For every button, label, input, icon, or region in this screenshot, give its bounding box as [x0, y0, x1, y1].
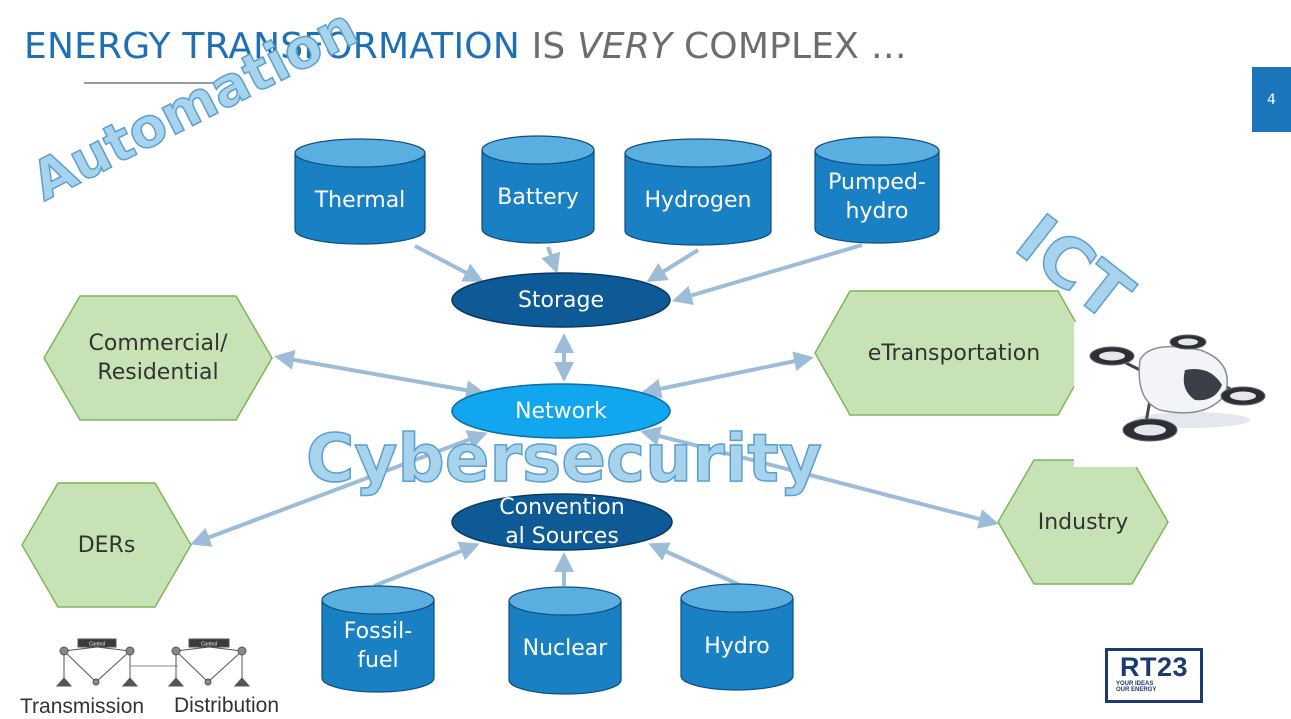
transmission-control-label: Control [89, 642, 105, 648]
transmission-label: Transmission [20, 695, 145, 718]
arrow-thermal-storage [414, 244, 484, 282]
distribution-label: Distribution [174, 694, 280, 717]
title-part-2: IS [519, 26, 578, 67]
hydro-cylinder [680, 583, 794, 691]
fossil-fuel-cylinder [321, 585, 435, 693]
arrow-battery-storage [541, 246, 561, 274]
distribution-control-label: Control [201, 642, 217, 648]
title-part-1: ENERGY TRANSFORMATION [24, 26, 520, 67]
nuclear-cylinder [508, 586, 622, 695]
arrow-industry-network [640, 426, 999, 529]
conventional-hub [451, 493, 673, 551]
hydrogen-cylinder [624, 138, 772, 246]
industry-hexagon [997, 459, 1169, 585]
commercial-hexagon [43, 295, 273, 421]
arrow-ders-network [190, 430, 488, 547]
arrow-commercial-network [274, 349, 486, 401]
arrow-fossil-conventional [373, 541, 480, 588]
title-part-3: VERY [577, 26, 673, 67]
logo-text: RT23 [1119, 652, 1189, 682]
ders-hexagon [21, 482, 192, 608]
battery-cylinder [481, 135, 595, 244]
drone-illustration [1074, 322, 1266, 467]
title-underline [84, 82, 222, 84]
title-part-4: COMPLEX … [672, 26, 907, 67]
arrow-pumped-storage [672, 243, 863, 306]
network-hub [451, 383, 671, 439]
rt23-logo: RT23 YOUR IDEAS OUR ENERGY [1105, 648, 1203, 703]
page-number: 4 [1252, 67, 1291, 132]
logo-tagline-2: OUR ENERGY [1116, 687, 1157, 693]
arrow-hydrogen-storage [646, 248, 700, 283]
distribution-grid-icon [167, 638, 251, 687]
pumped-hydro-cylinder [814, 136, 940, 244]
arrow-hydro-conventional [648, 542, 743, 588]
transmission-grid-icon [55, 638, 139, 687]
arrow-etransport-network [641, 351, 814, 399]
slide-title: ENERGY TRANSFORMATION IS VERY COMPLEX … [24, 26, 907, 67]
storage-hub [451, 272, 671, 328]
etransportation-hexagon [814, 290, 1094, 416]
logo-tagline-1: YOUR IDEAS [1116, 681, 1154, 687]
thermal-cylinder [294, 138, 426, 245]
